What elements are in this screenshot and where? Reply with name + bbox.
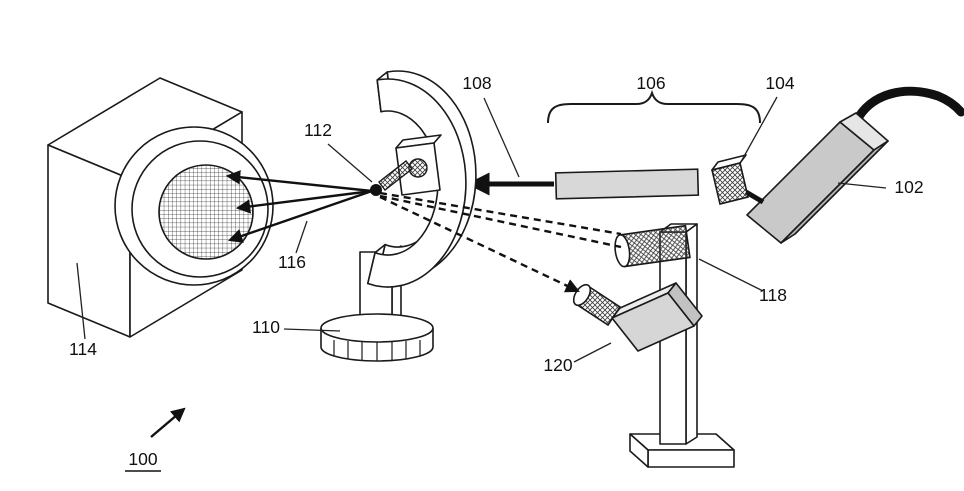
- laser-front-face: [746, 121, 875, 244]
- detector-120-front: [611, 292, 695, 352]
- reference-labels: 108 106 104 102 112 116 114 110 118 120 …: [69, 73, 924, 472]
- pedestal-base-knurling: [333, 340, 421, 361]
- ref-label-120: 120: [543, 355, 572, 375]
- leader-116: [295, 220, 308, 254]
- stand-base-front: [647, 449, 735, 468]
- leader-114: [76, 262, 86, 340]
- ref-label-104: 104: [765, 73, 794, 93]
- leader-110: [283, 328, 341, 332]
- brace-106: [547, 89, 761, 124]
- laser-source-102: [744, 86, 964, 244]
- ref-label-116: 116: [278, 252, 306, 272]
- laser-side-face: [780, 140, 889, 244]
- ref-label-100: 100: [128, 449, 157, 469]
- sample-point: [370, 184, 382, 196]
- goniometer: [320, 70, 477, 362]
- detector-mesh-window: [158, 164, 254, 260]
- power-cable: [851, 86, 964, 127]
- ref-label-102: 102: [894, 177, 923, 197]
- ref-label-108: 108: [462, 73, 491, 93]
- coupler-front-face: [711, 162, 749, 205]
- beam-to-camera-lower: [227, 189, 373, 243]
- beam-tube-106: [554, 168, 700, 200]
- ref-label-110: 110: [252, 317, 280, 337]
- leader-104: [741, 96, 778, 161]
- beam-to-camera-upper: [225, 170, 373, 193]
- ref-label-118: 118: [759, 285, 787, 305]
- ref-label-112: 112: [304, 120, 332, 140]
- leader-112: [327, 143, 373, 183]
- dashed-path-to-118-upper: [379, 191, 622, 236]
- coupler-104: [711, 154, 749, 205]
- detector-118: [614, 224, 691, 268]
- leader-108: [483, 97, 520, 178]
- beam-to-camera-middle: [235, 189, 373, 214]
- detector-stand: [629, 223, 735, 468]
- dashed-path-to-118-lower: [379, 194, 622, 249]
- scattered-beams-116: [225, 170, 373, 243]
- ref-label-114: 114: [69, 339, 97, 359]
- sample-holder-rod: [378, 160, 413, 191]
- stand-base-left: [629, 433, 649, 468]
- ref-100-arrow: [150, 407, 186, 438]
- dashed-path-to-120: [379, 195, 580, 293]
- leader-118: [698, 258, 764, 292]
- leader-102: [837, 182, 887, 189]
- scatter-paths-dashed: [379, 191, 622, 293]
- detector-120: [572, 282, 703, 352]
- ref-label-106: 106: [636, 73, 665, 93]
- camera-front-face: [47, 144, 131, 338]
- leader-120: [573, 342, 612, 363]
- laser-coupler-link: [744, 189, 765, 205]
- pedestal-base-top: [320, 313, 434, 343]
